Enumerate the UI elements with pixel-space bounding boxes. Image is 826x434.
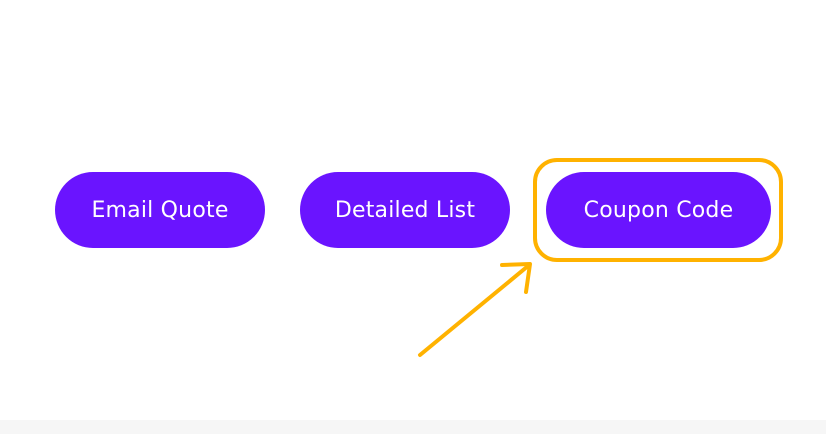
bottom-band bbox=[0, 420, 826, 434]
coupon-code-button[interactable]: Coupon Code bbox=[546, 172, 771, 248]
detailed-list-button[interactable]: Detailed List bbox=[300, 172, 510, 248]
email-quote-button[interactable]: Email Quote bbox=[55, 172, 265, 248]
